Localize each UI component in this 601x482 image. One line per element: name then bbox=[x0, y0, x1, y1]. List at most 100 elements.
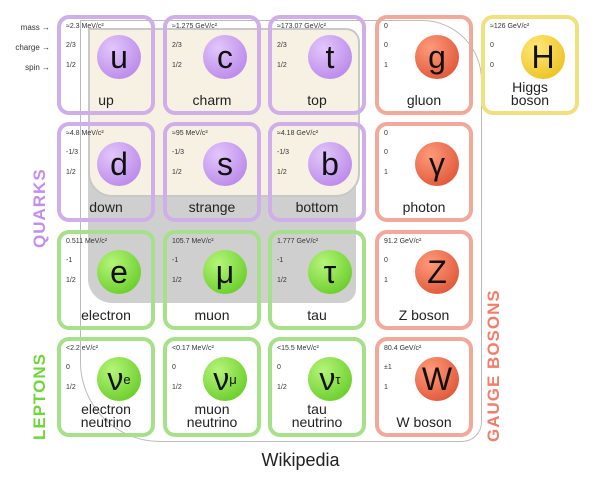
particle-properties: ≈4.18 GeV/c² -1/3 1/2 bbox=[277, 129, 318, 183]
symbol: g bbox=[428, 38, 446, 75]
particle-name: bottom bbox=[295, 199, 339, 215]
mass-row-label: mass → bbox=[20, 23, 50, 32]
symbol: b bbox=[321, 145, 339, 182]
mass: ≈4.8 MeV/c² bbox=[66, 130, 104, 137]
charge: -1 bbox=[172, 257, 179, 264]
mass: 0 bbox=[384, 23, 388, 30]
charge: -1/3 bbox=[66, 149, 79, 156]
particle-symbol-icon: H bbox=[521, 35, 565, 79]
mass: <0.17 MeV/c² bbox=[172, 345, 214, 352]
mass: 0 bbox=[384, 130, 388, 137]
caption: Wikipedia bbox=[261, 450, 340, 470]
particle-name: electron bbox=[81, 307, 131, 323]
spin: 1/2 bbox=[172, 277, 182, 284]
spin: 1/2 bbox=[277, 384, 287, 391]
mass: ≈2.3 MeV/c² bbox=[66, 23, 104, 30]
spin: 1/2 bbox=[66, 62, 76, 69]
spin: 1/2 bbox=[277, 169, 287, 176]
particle-name: Z boson bbox=[398, 307, 450, 323]
charge: 2/3 bbox=[66, 42, 76, 49]
particle-symbol-icon: u bbox=[97, 35, 141, 79]
particle-properties: 105.7 MeV/c² -1 1/2 bbox=[172, 237, 214, 291]
symbol: μ bbox=[215, 253, 235, 290]
symbol: ν bbox=[107, 360, 124, 397]
particle-card: 105.7 MeV/c² -1 1/2 μ muon bbox=[163, 230, 261, 330]
mass: <15.5 MeV/c² bbox=[277, 345, 319, 352]
particle-card: ≈1.275 GeV/c² 2/3 1/2 c charm bbox=[163, 15, 261, 115]
particle-symbol-icon: s bbox=[203, 142, 247, 186]
mass: ≈95 MeV/c² bbox=[172, 130, 208, 137]
particle-name: charm bbox=[192, 92, 232, 108]
particle-card: 0 0 1 g gluon bbox=[375, 15, 473, 115]
gauge-bosons-label: GAUGE BOSONS bbox=[484, 289, 503, 442]
particle-name: gluon bbox=[406, 92, 442, 108]
symbol-subscript: τ bbox=[335, 371, 341, 387]
charge: 0 bbox=[172, 364, 176, 371]
particle-properties: ≈1.275 GeV/c² 2/3 1/2 bbox=[172, 22, 217, 76]
symbol: W bbox=[421, 360, 453, 397]
charge: -1 bbox=[277, 257, 284, 264]
spin: 1/2 bbox=[172, 62, 182, 69]
symbol: H bbox=[531, 38, 555, 75]
particle-symbol-icon: c bbox=[203, 35, 247, 79]
particle-name: top bbox=[307, 92, 327, 108]
particle-symbol-icon: b bbox=[308, 142, 352, 186]
particle-properties: ≈173.07 GeV/c² 2/3 1/2 bbox=[277, 22, 326, 76]
symbol-subscript: e bbox=[123, 371, 131, 387]
mass: ≈4.18 GeV/c² bbox=[277, 130, 319, 137]
symbol: t bbox=[325, 38, 335, 75]
symbol: ν bbox=[213, 360, 230, 397]
charge: 2/3 bbox=[172, 42, 182, 49]
mass: <2.2 eV/c² bbox=[66, 345, 99, 352]
particle-symbol-icon: τ bbox=[308, 250, 352, 294]
particle-card: 1.777 GeV/c² -1 1/2 τ tau bbox=[268, 230, 366, 330]
particle-symbol-icon: g bbox=[415, 35, 459, 79]
particle-name: up bbox=[98, 92, 114, 108]
particle-properties: <2.2 eV/c² 0 1/2 bbox=[66, 344, 98, 398]
symbol: Z bbox=[427, 253, 447, 290]
particle-card: ≈4.18 GeV/c² -1/3 1/2 b bottom bbox=[268, 122, 366, 222]
spin: 1/2 bbox=[277, 62, 287, 69]
particle-symbol-icon: e bbox=[97, 250, 141, 294]
particle-card: 0.511 MeV/c² -1 1/2 e electron bbox=[57, 230, 155, 330]
charge: -1 bbox=[66, 257, 73, 264]
leptons-label: LEPTONS bbox=[30, 353, 49, 440]
spin: 1 bbox=[384, 62, 388, 69]
particle-name: electron neutrino bbox=[80, 401, 132, 430]
particle-properties: ≈126 GeV/c² 0 0 bbox=[490, 22, 529, 76]
mass: 105.7 MeV/c² bbox=[172, 238, 214, 245]
symbol: γ bbox=[429, 145, 445, 182]
spin: 1/2 bbox=[277, 277, 287, 284]
quarks-label: QUARKS bbox=[30, 168, 49, 248]
mass: 1.777 GeV/c² bbox=[277, 238, 319, 245]
charge: -1/3 bbox=[277, 149, 290, 156]
charge: 0 bbox=[66, 364, 70, 371]
spin: 1/2 bbox=[172, 169, 182, 176]
charge: 0 bbox=[384, 257, 388, 264]
symbol: e bbox=[110, 253, 128, 290]
particle-name: tau bbox=[307, 307, 327, 323]
particle-card: 91.2 GeV/c² 0 1 Z Z boson bbox=[375, 230, 473, 330]
particle-properties: 80.4 GeV/c² ±1 1 bbox=[384, 344, 421, 398]
mass: 91.2 GeV/c² bbox=[384, 238, 422, 245]
mass: ≈173.07 GeV/c² bbox=[277, 23, 326, 30]
particle-symbol-icon: Z bbox=[415, 250, 459, 294]
symbol: u bbox=[110, 38, 128, 75]
particle-properties: ≈95 MeV/c² -1/3 1/2 bbox=[172, 129, 208, 183]
spin: 1/2 bbox=[66, 277, 76, 284]
particle-card: 0 0 1 γ photon bbox=[375, 122, 473, 222]
particle-card: 80.4 GeV/c² ±1 1 W W boson bbox=[375, 337, 473, 437]
charge: 0 bbox=[384, 42, 388, 49]
charge: 0 bbox=[384, 149, 388, 156]
particle-properties: 1.777 GeV/c² -1 1/2 bbox=[277, 237, 318, 291]
spin: 1/2 bbox=[66, 384, 76, 391]
particle-name: W boson bbox=[396, 414, 452, 430]
charge: 0 bbox=[490, 42, 494, 49]
particle-properties: <15.5 MeV/c² 0 1/2 bbox=[277, 344, 319, 398]
symbol: c bbox=[217, 38, 233, 75]
particle-card: ≈95 MeV/c² -1/3 1/2 s strange bbox=[163, 122, 261, 222]
particle-name: down bbox=[89, 199, 123, 215]
